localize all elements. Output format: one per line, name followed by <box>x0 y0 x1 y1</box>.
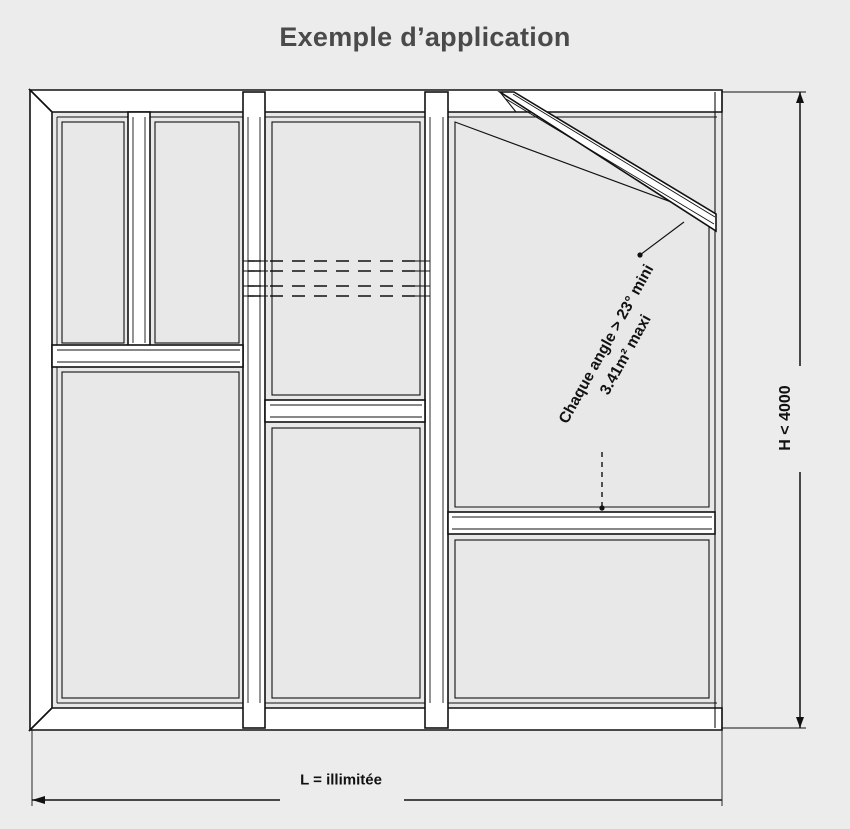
left-bay-transom <box>51 344 244 368</box>
height-dimension-line <box>722 91 811 729</box>
width-dimension-line <box>31 730 723 812</box>
page-title: Exemple d’application <box>279 22 571 52</box>
middle-bay <box>264 91 449 729</box>
width-dimension-label: L = illimitée <box>300 771 382 789</box>
leader-lines <box>599 221 685 511</box>
outer-frame <box>28 88 723 732</box>
height-dimension-label: H < 4000 <box>777 385 794 451</box>
left-bay-panes <box>61 121 240 699</box>
diagonal-mullion <box>497 91 717 233</box>
dashed-mullions <box>243 260 430 297</box>
right-bay <box>447 121 716 699</box>
